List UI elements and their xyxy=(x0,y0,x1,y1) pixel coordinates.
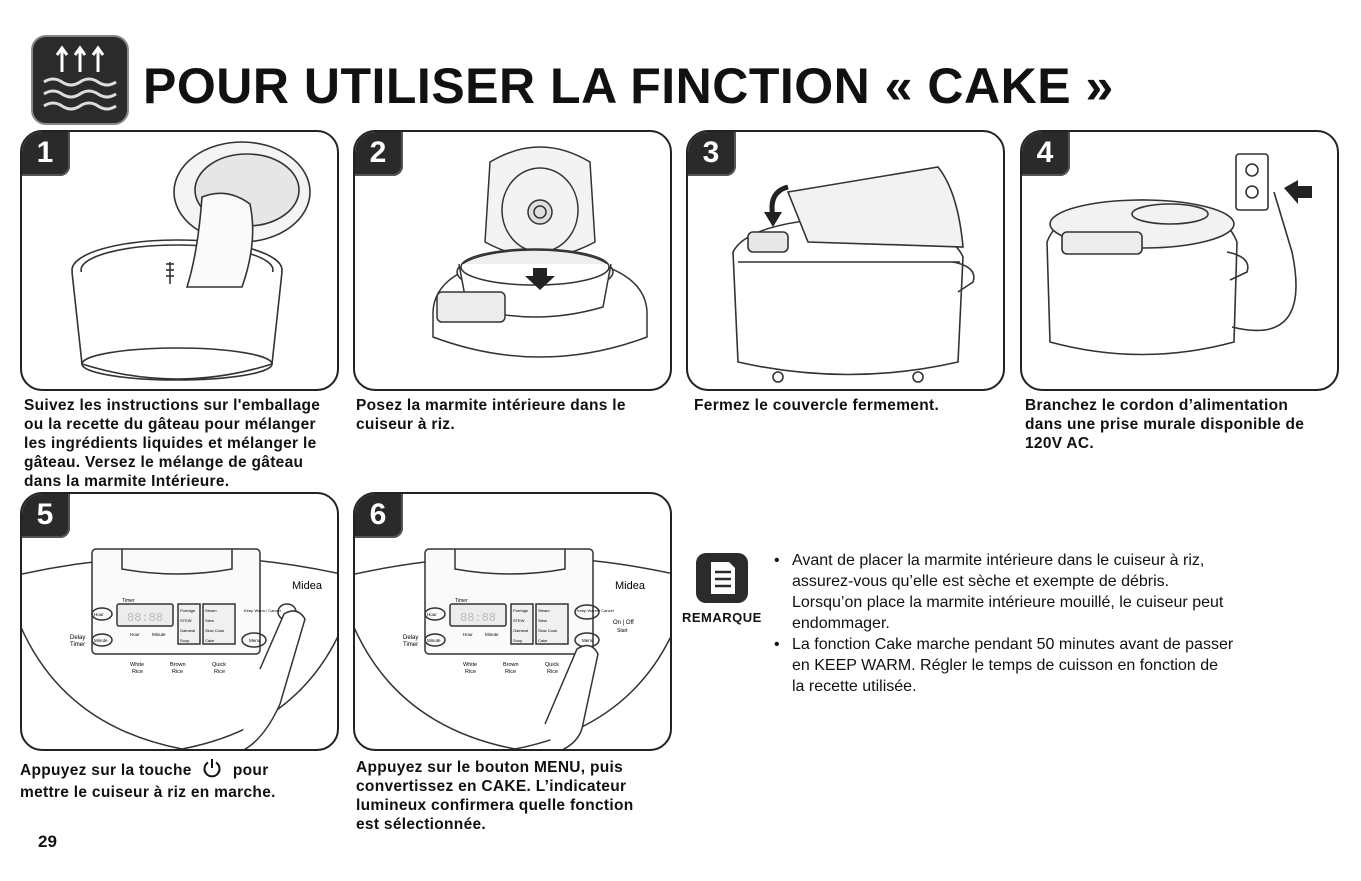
brand-label: Midea xyxy=(615,580,646,592)
menu-item: Stew xyxy=(538,618,547,623)
menu-item: STEW xyxy=(180,618,192,623)
menu-item: Steam xyxy=(205,608,217,613)
timer-indicator: Timer xyxy=(455,598,468,604)
menu-button-label: Menu xyxy=(582,638,594,643)
white-rice-label-2: Rice xyxy=(132,669,143,675)
keep-warm-label: Keep Warm / Cancel xyxy=(577,608,614,613)
minute-button-label: Minute xyxy=(94,638,108,643)
cooker-open-lid-illustration xyxy=(432,146,648,358)
hour-button-label: Hour xyxy=(94,612,104,617)
menu-item: Oatmeal xyxy=(513,628,528,633)
quick-rice-label-2: Rice xyxy=(547,669,558,675)
keep-warm-label: Keep Warm / Cancel xyxy=(244,608,281,613)
white-rice-label: White xyxy=(130,662,144,668)
menu-item: Soup xyxy=(513,638,523,643)
step-number-badge: 6 xyxy=(355,494,403,538)
step-3-illustration: 3 xyxy=(686,130,1005,391)
start-label: Start xyxy=(617,628,628,634)
step-number-badge: 5 xyxy=(22,494,70,538)
step-number-badge: 2 xyxy=(355,132,403,176)
timer-label: Timer xyxy=(403,642,418,648)
cooker-plug-in-illustration xyxy=(1046,153,1312,356)
page-number: 29 xyxy=(38,832,57,851)
page-title: POUR UTILISER LA FINCTION « CAKE » xyxy=(143,58,1114,114)
menu-item: Steam xyxy=(538,608,550,613)
note-icon xyxy=(695,552,749,604)
step-number-badge: 4 xyxy=(1022,132,1070,176)
step-5-caption: Appuyez sur la touche pour mettre le cui… xyxy=(20,758,276,802)
step-3-caption: Fermez le couvercle fermement. xyxy=(694,397,940,414)
brown-rice-label-2: Rice xyxy=(505,669,516,675)
timer-indicator: Timer xyxy=(122,598,135,604)
delay-label: Delay xyxy=(403,635,418,641)
quick-rice-label: Quick xyxy=(545,662,559,668)
cooker-closing-lid-illustration xyxy=(732,166,975,383)
note-label: REMARQUE xyxy=(682,610,762,625)
minute-label: Minute xyxy=(152,632,166,637)
note-list: Avant de placer la marmite intérieure da… xyxy=(772,550,1312,697)
step-number-badge: 1 xyxy=(22,132,70,176)
minute-button-label: Minute xyxy=(427,638,441,643)
step-4-illustration: 4 xyxy=(1020,130,1339,391)
step-1-caption: Suivez les instructions sur l'emballage … xyxy=(24,397,321,490)
brand-label: Midea xyxy=(292,580,323,592)
quick-rice-label: Quick xyxy=(212,662,226,668)
menu-item: Slow Cook xyxy=(538,628,557,633)
menu-item: Cake xyxy=(538,638,548,643)
menu-item: Soup xyxy=(180,638,190,643)
step-5-illustration: 5 Delay Timer Midea Timer 88:88 Hour Min… xyxy=(20,492,339,751)
note-item: La fonction Cake marche pendant 50 minut… xyxy=(772,634,1312,697)
menu-item: Slow Cook xyxy=(205,628,224,633)
menu-button-label: Menu xyxy=(249,638,261,643)
cake-function-icon xyxy=(30,34,130,126)
step-6-illustration: 6 Delay Timer Midea On | Off Start Timer… xyxy=(353,492,672,751)
inner-pot-pouring-illustration xyxy=(71,141,311,381)
hour-label: Hour xyxy=(130,632,140,637)
step-2-caption: Posez la marmite intérieure dans le cuis… xyxy=(356,397,626,433)
white-rice-label-2: Rice xyxy=(465,669,476,675)
step-number-badge: 3 xyxy=(688,132,736,176)
on-off-label: On | Off xyxy=(613,620,634,626)
menu-item: Porridge xyxy=(513,608,529,613)
step-2-illustration: 2 xyxy=(353,130,672,391)
menu-item: Porridge xyxy=(180,608,196,613)
power-icon xyxy=(202,758,222,783)
step-4-caption: Branchez le cordon d’alimentation dans u… xyxy=(1025,397,1305,452)
timer-label: Timer xyxy=(70,642,85,648)
hour-label: Hour xyxy=(463,632,473,637)
minute-label: Minute xyxy=(485,632,499,637)
step-6-caption: Appuyez sur le bouton MENU, puis convert… xyxy=(356,759,634,833)
time-display: 88:88 xyxy=(127,611,163,625)
white-rice-label: White xyxy=(463,662,477,668)
note-item: Avant de placer la marmite intérieure da… xyxy=(772,550,1312,634)
menu-item: Oatmeal xyxy=(180,628,195,633)
brown-rice-label: Brown xyxy=(170,662,186,668)
quick-rice-label-2: Rice xyxy=(214,669,225,675)
time-display: 88:88 xyxy=(460,611,496,625)
menu-item: Cake xyxy=(205,638,215,643)
brown-rice-label-2: Rice xyxy=(172,669,183,675)
menu-item: STEW xyxy=(513,618,525,623)
brown-rice-label: Brown xyxy=(503,662,519,668)
step-1-illustration: 1 xyxy=(20,130,339,391)
hour-button-label: Hour xyxy=(427,612,437,617)
menu-item: Stew xyxy=(205,618,214,623)
delay-label: Delay xyxy=(70,635,85,641)
